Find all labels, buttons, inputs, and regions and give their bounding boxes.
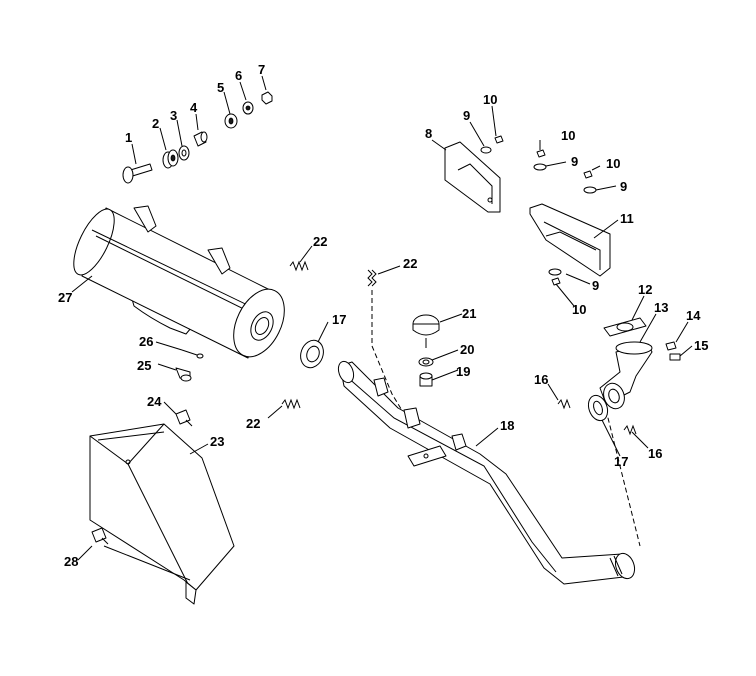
bracket-part-11 — [529, 203, 611, 277]
bolt-part-28 — [91, 527, 109, 545]
callout-2: 2 — [152, 116, 159, 131]
heat-shield-part-23 — [89, 423, 235, 605]
callout-10d: 10 — [572, 302, 586, 317]
assembly-alignment-lines — [371, 290, 641, 547]
bracket-part-8 — [444, 141, 501, 213]
callout-18: 18 — [500, 418, 514, 433]
callout-26: 26 — [139, 334, 153, 349]
callout-14: 14 — [686, 308, 701, 323]
washer-part-9b — [533, 163, 547, 171]
washer-part-9a — [480, 146, 492, 154]
callout-24: 24 — [147, 394, 162, 409]
callout-20: 20 — [460, 342, 474, 357]
leader-lines — [71, 75, 693, 581]
callout-1: 1 — [125, 130, 132, 145]
callout-10b: 10 — [561, 128, 575, 143]
bolt-part-25 — [175, 367, 192, 382]
callout-4: 4 — [190, 100, 198, 115]
washer-part-20 — [418, 357, 434, 367]
callout-10c: 10 — [606, 156, 620, 171]
spring-part-22b — [367, 269, 377, 287]
nut-part-10c — [583, 170, 593, 179]
bolt-part-1 — [122, 163, 153, 184]
callout-12: 12 — [638, 282, 652, 297]
washer-part-3 — [178, 145, 190, 161]
bolt-part-24 — [175, 409, 193, 427]
nut-part-19 — [419, 372, 433, 387]
callout-9a: 9 — [463, 108, 470, 123]
callout-9b: 9 — [571, 154, 578, 169]
washer-part-6 — [242, 101, 254, 115]
callout-16a: 16 — [534, 372, 548, 387]
rubber-mount-part-21 — [412, 314, 440, 348]
callout-8: 8 — [425, 126, 432, 141]
callout-19: 19 — [456, 364, 470, 379]
callout-21: 21 — [462, 306, 476, 321]
callout-3: 3 — [170, 108, 177, 123]
callout-13: 13 — [654, 300, 668, 315]
gasket-part-12 — [603, 317, 647, 337]
washer-part-5 — [224, 113, 238, 129]
washer-part-9d — [548, 268, 562, 276]
callout-15: 15 — [694, 338, 708, 353]
spring-part-22c — [281, 398, 301, 410]
bolt-part-14 — [665, 341, 677, 351]
callout-5: 5 — [217, 80, 224, 95]
gasket-part-17a — [300, 339, 324, 369]
callout-7: 7 — [258, 62, 265, 77]
nut-part-7 — [261, 91, 273, 105]
spring-part-26 — [181, 349, 204, 359]
sleeve-part-4 — [193, 131, 208, 147]
callout-9d: 9 — [592, 278, 599, 293]
callout-22b: 22 — [403, 256, 417, 271]
callout-11: 11 — [620, 211, 634, 226]
nut-part-10d — [551, 277, 561, 286]
callout-22a: 22 — [313, 234, 327, 249]
bolt-part-15 — [669, 353, 681, 361]
callout-22c: 22 — [246, 416, 260, 431]
callout-27: 27 — [58, 290, 72, 305]
head-pipe-part-13 — [599, 341, 653, 410]
callout-17b: 17 — [614, 454, 628, 469]
callout-25: 25 — [137, 358, 151, 373]
callout-16b: 16 — [648, 446, 662, 461]
nut-part-10b — [536, 149, 546, 158]
callout-23: 23 — [210, 434, 224, 449]
callout-28: 28 — [64, 554, 78, 569]
callout-6: 6 — [235, 68, 242, 83]
callout-labels: 1 2 3 4 5 6 7 8 9 10 10 9 10 9 11 9 10 1… — [58, 62, 708, 569]
spring-part-16a — [557, 398, 571, 410]
exhaust-pipe-part-18 — [337, 360, 636, 585]
spring-part-22a — [289, 260, 309, 272]
grommet-part-2 — [162, 149, 179, 169]
muffler-part-27 — [73, 205, 285, 359]
washer-part-9c — [583, 186, 597, 194]
callout-17a: 17 — [332, 312, 346, 327]
callout-9c: 9 — [620, 179, 627, 194]
nut-part-10a — [494, 135, 504, 144]
callout-10a: 10 — [483, 92, 497, 107]
spring-part-16b — [623, 424, 637, 436]
